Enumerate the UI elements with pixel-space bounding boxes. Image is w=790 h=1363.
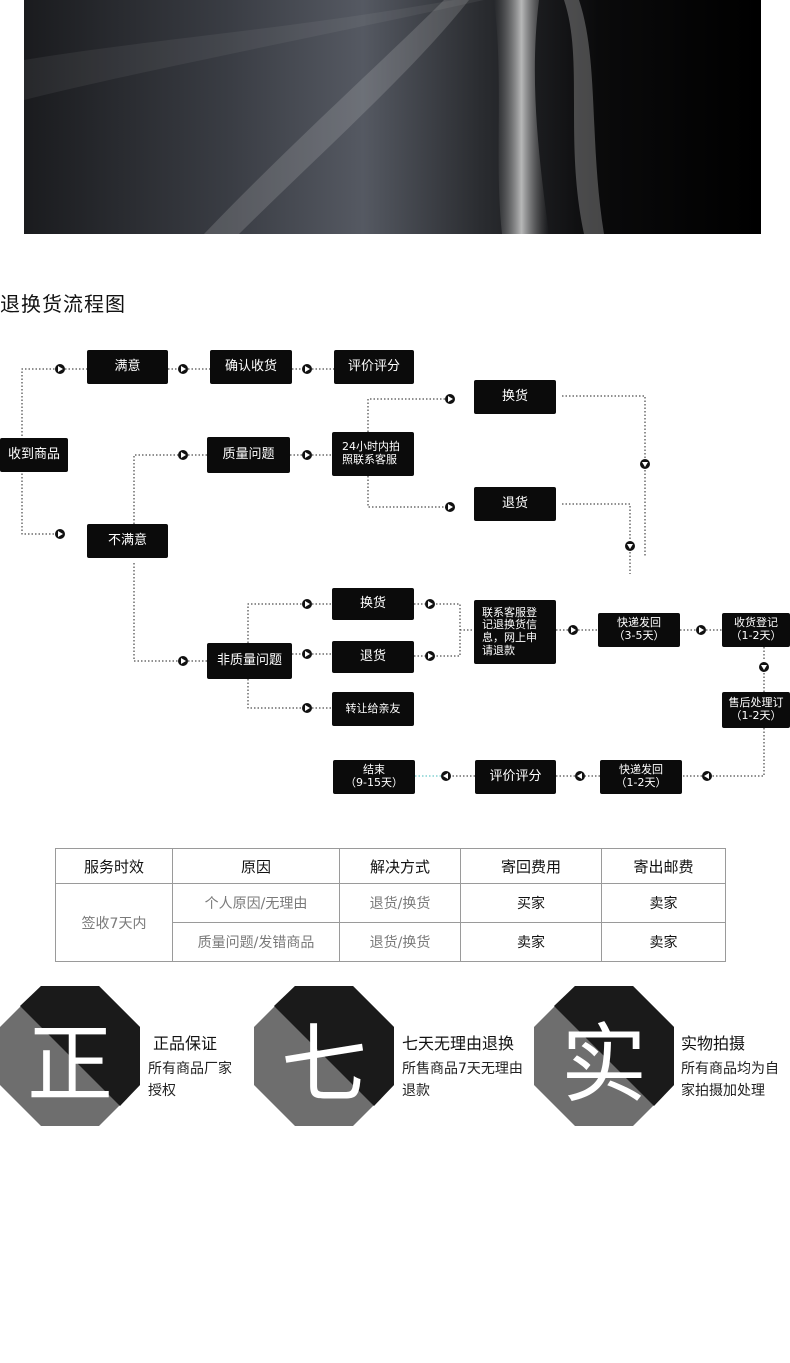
node-refund-top: 退货	[474, 487, 556, 521]
table-header: 寄回费用	[460, 848, 602, 884]
node-exchange-top: 换货	[474, 380, 556, 414]
node-after-sale: 售后处理订 （1-2天）	[722, 692, 790, 728]
table-cell: 质量问题/发错商品	[172, 922, 340, 962]
table-header-row: 服务时效 原因 解决方式 寄回费用 寄出邮费	[55, 848, 726, 884]
feature-desc-seven-days: 所售商品7天无理由退款	[402, 1061, 523, 1099]
node-satisfied: 满意	[87, 350, 168, 384]
table-header: 解决方式	[339, 848, 461, 884]
real-glyph: 实	[561, 1014, 647, 1115]
node-confirm-receipt: 确认收货	[210, 350, 292, 384]
node-receive-goods: 收到商品	[0, 438, 68, 472]
table-cell: 卖家	[460, 922, 602, 962]
table-header: 寄出邮费	[601, 848, 726, 884]
table-row: 质量问题/发错商品 退货/换货 卖家 卖家	[56, 922, 726, 962]
node-unsatisfied: 不满意	[87, 524, 168, 558]
feature-desc-real-photo: 所有商品均为自家拍摄加处理	[681, 1061, 779, 1099]
node-exchange-mid: 换货	[332, 588, 414, 620]
badge-seven-days: 七	[254, 986, 394, 1126]
section-title: 退换货流程图	[0, 292, 126, 316]
node-register-info: 联系客服登 记退换货信 息，网上申 请退款	[474, 600, 556, 664]
table-cell-period: 签收7天内	[55, 883, 173, 962]
node-contact-24h: 24小时内拍 照联系客服	[332, 432, 414, 476]
node-end: 结束 （9-15天）	[333, 760, 415, 794]
badge-genuine: 正	[0, 986, 140, 1126]
feature-title-seven-days: 七天无理由退换	[402, 1034, 515, 1053]
seven-glyph: 七	[281, 1014, 367, 1115]
table-cell: 卖家	[601, 922, 726, 962]
table-cell: 个人原因/无理由	[172, 883, 340, 923]
node-refund-mid: 退货	[332, 641, 414, 673]
table-cell: 退货/换货	[339, 922, 461, 962]
table-cell: 卖家	[601, 883, 726, 923]
feature-desc-genuine: 所有商品厂家授权	[148, 1061, 232, 1099]
service-policy-table: 服务时效 原因 解决方式 寄回费用 寄出邮费 签收7天内 个人原因/无理由 退货…	[55, 848, 726, 962]
node-rate-top: 评价评分	[334, 350, 414, 384]
feature-title-real-photo: 实物拍摄	[681, 1034, 746, 1053]
node-rate-bottom: 评价评分	[475, 760, 556, 794]
badge-real-photo: 实	[534, 986, 674, 1126]
feature-title-genuine: 正品保证	[153, 1034, 218, 1053]
genuine-glyph: 正	[27, 1014, 113, 1115]
node-receive-register: 收货登记 （1-2天）	[722, 613, 790, 647]
node-quality-issue: 质量问题	[207, 437, 290, 473]
table-header: 原因	[172, 848, 340, 884]
node-ship-out: 快递发回 （1-2天）	[600, 760, 682, 794]
node-non-quality: 非质量问题	[207, 643, 292, 679]
node-transfer-friends: 转让给亲友	[332, 692, 414, 726]
table-cell: 退货/换货	[339, 883, 461, 923]
table-cell: 买家	[460, 883, 602, 923]
hero-banner-image	[24, 0, 761, 234]
table-row: 签收7天内 个人原因/无理由 退货/换货 买家 卖家	[55, 883, 726, 962]
node-ship-back: 快递发回 （3-5天）	[598, 613, 680, 647]
table-header: 服务时效	[55, 848, 173, 884]
